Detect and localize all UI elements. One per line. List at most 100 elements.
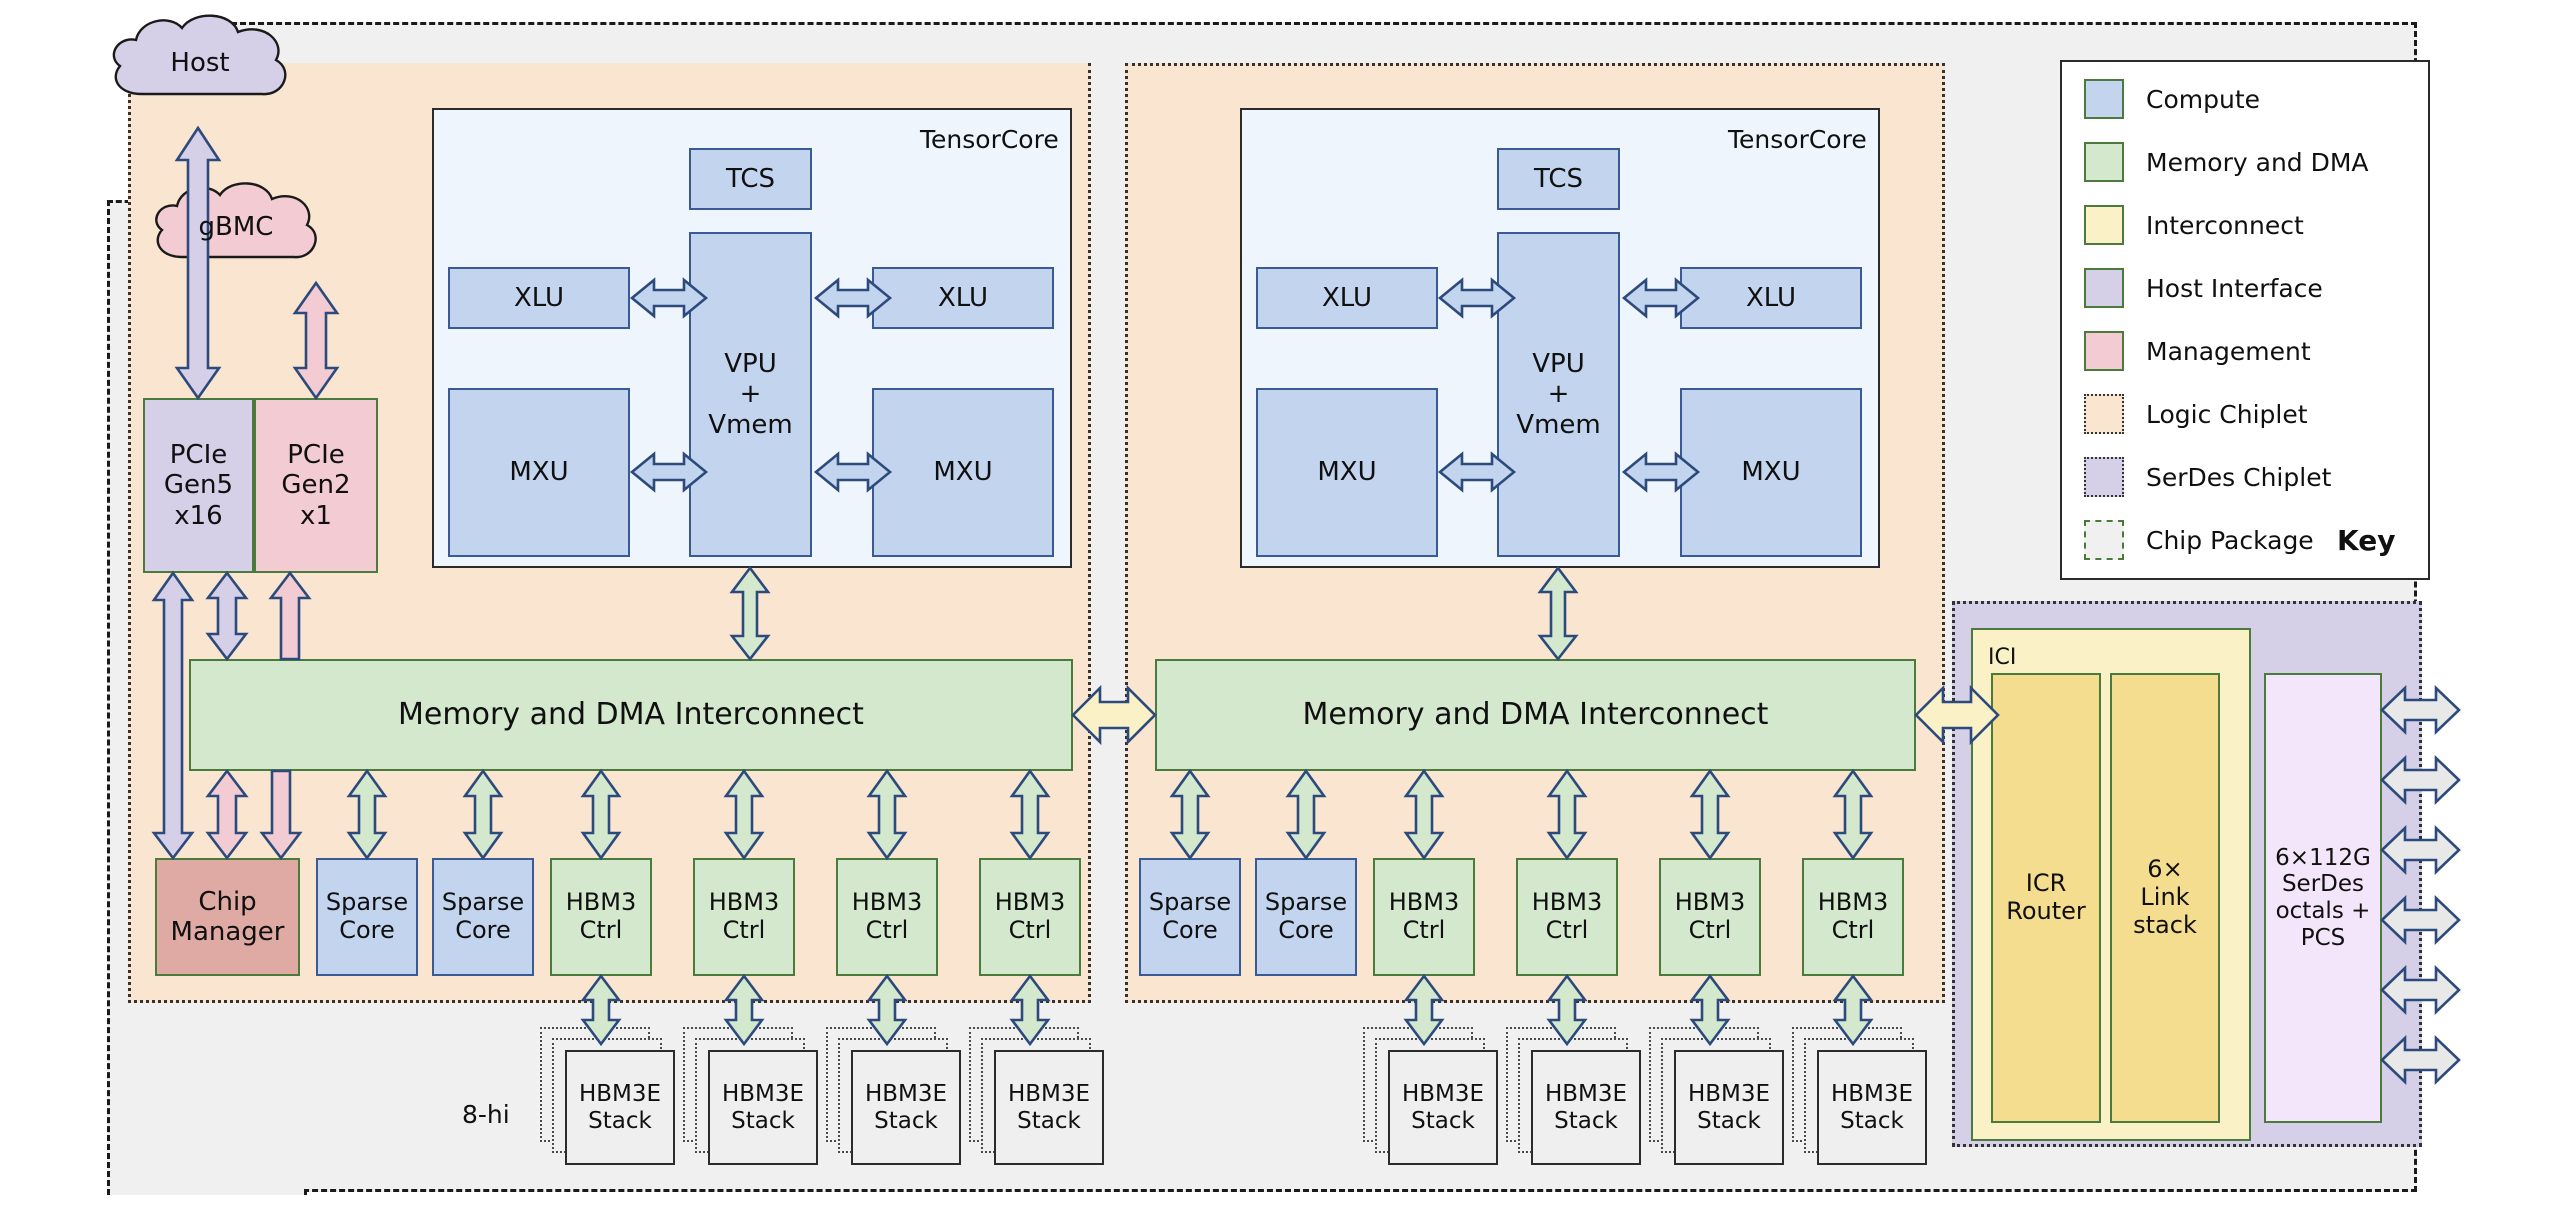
block-pcie-gen5[interactable]: PCIe Gen5 x16: [143, 398, 254, 573]
arrow-interconnect-to-hbm-ctrl-l1: [580, 768, 622, 861]
hbm3e-stack-l2[interactable]: HBM3E Stack: [708, 1050, 818, 1165]
key-title: Key: [2337, 524, 2396, 557]
arrow-mxu-west-vpu-left: [629, 451, 709, 493]
hbm3e-stack-r4[interactable]: HBM3E Stack: [1817, 1050, 1927, 1165]
arrow-serdes-link-3: [2380, 824, 2461, 876]
hbm3e-stack-r1[interactable]: HBM3E Stack: [1388, 1050, 1498, 1165]
block-xlu-right-west[interactable]: XLU: [1256, 267, 1438, 329]
hbm3e-stack-l1[interactable]: HBM3E Stack: [565, 1050, 675, 1165]
block-serdes-octals-pcs[interactable]: 6×112G SerDes octals + PCS: [2264, 673, 2382, 1123]
block-memory-dma-interconnect-left[interactable]: Memory and DMA Interconnect: [189, 659, 1073, 771]
arrow-interconnect-to-hbm-ctrl-l3: [866, 768, 908, 861]
arrow-interconnect-to-hbm-ctrl-r3: [1689, 768, 1731, 861]
block-xlu-right-east[interactable]: XLU: [1680, 267, 1862, 329]
arrow-serdes-link-2: [2380, 754, 2461, 806]
key-swatch-serdes-chiplet: [2084, 457, 2124, 497]
arrow-vpu-xlu-east-left: [813, 277, 893, 319]
arrow-xlu-west-vpu-left: [629, 277, 709, 319]
arrow-vpu-xlu-east-right: [1621, 277, 1701, 319]
block-xlu-left-east[interactable]: XLU: [872, 267, 1054, 329]
key-item-chip-package: Chip Package: [2084, 520, 2314, 560]
arrow-interconnect-to-hbm-ctrl-l4: [1009, 768, 1051, 861]
key-item-interconnect: Interconnect: [2084, 205, 2304, 245]
host-cloud[interactable]: Host: [96, 8, 304, 118]
block-hbm3-ctrl-r2[interactable]: HBM3 Ctrl: [1516, 858, 1618, 976]
block-memory-dma-interconnect-right[interactable]: Memory and DMA Interconnect: [1155, 659, 1916, 771]
key-label-logic-chiplet: Logic Chiplet: [2146, 399, 2308, 429]
key-label-memory-dma: Memory and DMA: [2146, 147, 2369, 177]
arrow-interconnect-to-chip-manager-a: [205, 768, 249, 861]
arrow-hbm-ctrl-r1-to-stack: [1403, 973, 1445, 1047]
block-tcs-left[interactable]: TCS: [689, 148, 812, 210]
block-hbm3-ctrl-l2[interactable]: HBM3 Ctrl: [693, 858, 795, 976]
hbm3e-stack-l3[interactable]: HBM3E Stack: [851, 1050, 961, 1165]
arrow-interconnect-left-right: [1071, 684, 1157, 746]
block-icr-router[interactable]: ICR Router: [1991, 673, 2101, 1123]
arrow-interconnect-to-sparse-core-l1: [346, 768, 388, 861]
arrow-hbm-ctrl-l3-to-stack: [866, 973, 908, 1047]
arrow-serdes-link-1: [2380, 684, 2461, 736]
block-xlu-left-west[interactable]: XLU: [448, 267, 630, 329]
block-tcs-right[interactable]: TCS: [1497, 148, 1620, 210]
block-mxu-right-east[interactable]: MXU: [1680, 388, 1862, 557]
arrow-serdes-link-5: [2380, 964, 2461, 1016]
block-hbm3-ctrl-r3[interactable]: HBM3 Ctrl: [1659, 858, 1761, 976]
arrow-interconnect-to-hbm-ctrl-r4: [1832, 768, 1874, 861]
arrow-hbm-ctrl-l4-to-stack: [1009, 973, 1051, 1047]
key-swatch-chip-package: [2084, 520, 2124, 560]
key-swatch-interconnect: [2084, 205, 2124, 245]
block-sparse-core-l2[interactable]: Sparse Core: [432, 858, 534, 976]
block-mxu-right-west[interactable]: MXU: [1256, 388, 1438, 557]
block-vpu-vmem-right[interactable]: VPU + Vmem: [1497, 232, 1620, 557]
key-label-compute: Compute: [2146, 84, 2261, 114]
arrow-tensorcore-left-to-interconnect: [729, 565, 771, 662]
arrow-vpu-mxu-east-right: [1621, 451, 1701, 493]
arrow-xlu-west-vpu-right: [1437, 277, 1517, 319]
arrow-mxu-west-vpu-right: [1437, 451, 1517, 493]
hbm3e-stack-l4[interactable]: HBM3E Stack: [994, 1050, 1104, 1165]
key-item-management: Management: [2084, 331, 2311, 371]
hbm3e-stack-r3[interactable]: HBM3E Stack: [1674, 1050, 1784, 1165]
arrow-hbm-ctrl-l2-to-stack: [723, 973, 765, 1047]
arrow-hbm-ctrl-r3-to-stack: [1689, 973, 1731, 1047]
key-item-logic-chiplet: Logic Chiplet: [2084, 394, 2308, 434]
block-hbm3-ctrl-l4[interactable]: HBM3 Ctrl: [979, 858, 1081, 976]
key-swatch-logic-chiplet: [2084, 394, 2124, 434]
arrow-interconnect-to-sparse-core-r2: [1285, 768, 1327, 861]
tensorcore-right-label: TensorCore: [1728, 125, 1867, 154]
gbmc-cloud-label: gBMC: [198, 212, 274, 242]
key-swatch-memory-dma: [2084, 142, 2124, 182]
block-hbm3-ctrl-l1[interactable]: HBM3 Ctrl: [550, 858, 652, 976]
arrow-vpu-mxu-east-left: [813, 451, 893, 493]
key-swatch-management: [2084, 331, 2124, 371]
ici-label: ICI: [1988, 645, 2017, 670]
arrow-hbm-ctrl-r4-to-stack: [1832, 973, 1874, 1047]
block-hbm3-ctrl-l3[interactable]: HBM3 Ctrl: [836, 858, 938, 976]
arrow-hbm-ctrl-l1-to-stack: [580, 973, 622, 1047]
block-mxu-left-west[interactable]: MXU: [448, 388, 630, 557]
block-vpu-vmem-left[interactable]: VPU + Vmem: [689, 232, 812, 557]
arrow-hbm-ctrl-r2-to-stack: [1546, 973, 1588, 1047]
arrow-tensorcore-right-to-interconnect: [1537, 565, 1579, 662]
arrow-interconnect-to-hbm-ctrl-r2: [1546, 768, 1588, 861]
arrow-interconnect-to-chip-manager-b: [259, 769, 303, 861]
arrow-interconnect-right-to-ici: [1914, 684, 2000, 746]
block-link-stack[interactable]: 6× Link stack: [2110, 673, 2220, 1123]
arrow-interconnect-to-hbm-ctrl-l2: [723, 768, 765, 861]
block-sparse-core-r1[interactable]: Sparse Core: [1139, 858, 1241, 976]
arrow-pcie-gen5-to-chip-manager: [151, 570, 195, 861]
arrow-interconnect-to-hbm-ctrl-r1: [1403, 768, 1445, 861]
key-item-memory-dma: Memory and DMA: [2084, 142, 2369, 182]
arrow-interconnect-to-sparse-core-r1: [1169, 768, 1211, 861]
host-cloud-label: Host: [170, 48, 230, 78]
hbm3e-stack-r2[interactable]: HBM3E Stack: [1531, 1050, 1641, 1165]
arrow-gbmc-to-pcie-gen2: [292, 280, 340, 401]
key-label-serdes-chiplet: SerDes Chiplet: [2146, 462, 2332, 492]
block-sparse-core-r2[interactable]: Sparse Core: [1255, 858, 1357, 976]
hbm-stack-height-label: 8-hi: [462, 1100, 510, 1129]
arrow-pcie-gen2-to-interconnect: [268, 570, 312, 661]
block-chip-manager[interactable]: Chip Manager: [155, 858, 300, 976]
key-item-compute: Compute: [2084, 79, 2260, 119]
